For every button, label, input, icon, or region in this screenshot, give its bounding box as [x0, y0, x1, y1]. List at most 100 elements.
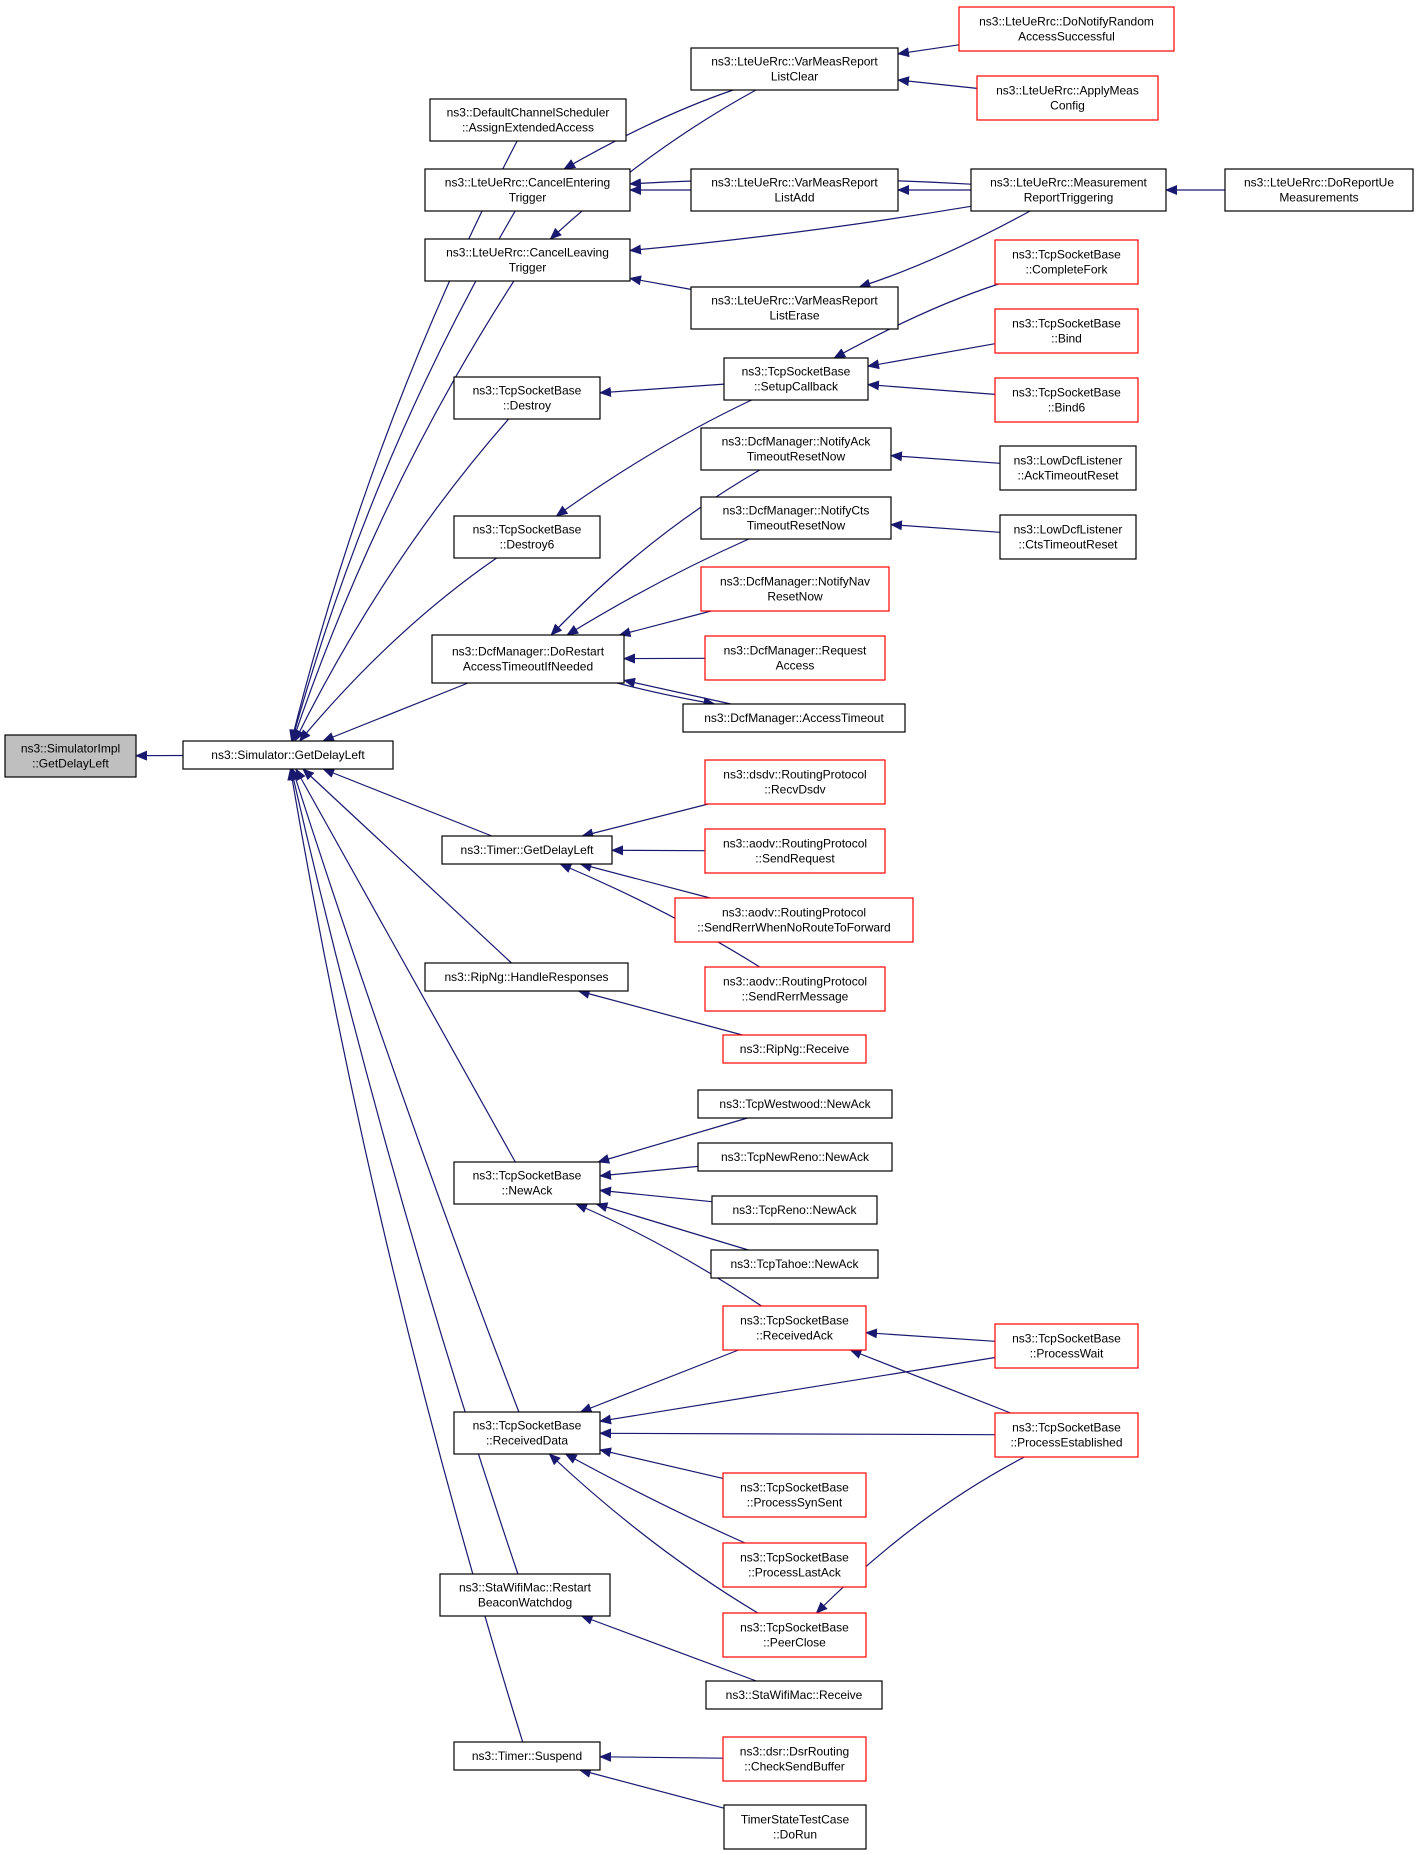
node-label: ns3::StaWifiMac::Restart — [459, 1581, 592, 1595]
function-node[interactable]: ns3::TcpSocketBase::ProcessLastAck — [722, 1542, 867, 1588]
node-box — [439, 1573, 611, 1617]
call-edge — [599, 383, 725, 398]
function-node[interactable]: ns3::TcpSocketBase::Bind — [994, 308, 1139, 354]
function-node[interactable]: ns3::LowDcfListener::CtsTimeoutReset — [999, 514, 1137, 560]
call-edge — [599, 1447, 724, 1479]
function-node[interactable]: ns3::TcpSocketBase::Destroy6 — [453, 515, 601, 559]
function-node[interactable]: ns3::DcfManager::NotifyCtsTimeoutResetNo… — [700, 496, 892, 540]
node-label: ns3::TcpTahoe::NewAck — [730, 1257, 859, 1271]
call-edge — [564, 1453, 746, 1544]
function-node[interactable]: ns3::TcpSocketBase::Bind6 — [994, 377, 1139, 423]
node-label: TimeoutResetNow — [747, 450, 846, 464]
function-node[interactable]: ns3::aodv::RoutingProtocol::SendRequest — [704, 828, 886, 874]
node-label: ListClear — [771, 70, 818, 84]
function-node[interactable]: ns3::TcpSocketBase::ProcessWait — [994, 1323, 1139, 1369]
node-label: ns3::TcpSocketBase — [473, 523, 582, 537]
call-edge — [578, 1767, 725, 1809]
function-node[interactable]: TimerStateTestCase::DoRun — [723, 1804, 867, 1850]
node-label: ListErase — [769, 309, 819, 323]
call-edge — [629, 205, 972, 255]
node-box — [722, 1612, 867, 1658]
function-node[interactable]: ns3::TcpWestwood::NewAck — [697, 1089, 893, 1119]
function-node[interactable]: ns3::DcfManager::DoRestartAccessTimeoutI… — [431, 634, 625, 684]
function-node[interactable]: ns3::DefaultChannelScheduler::AssignExte… — [429, 98, 627, 142]
function-node[interactable]: ns3::TcpSocketBase::NewAck — [453, 1161, 601, 1205]
node-box — [722, 1542, 867, 1588]
node-label: ns3::DcfManager::NotifyNav — [720, 575, 870, 589]
call-edge — [629, 275, 692, 290]
node-box — [704, 635, 886, 681]
function-node[interactable]: ns3::TcpSocketBase::ProcessSynSent — [722, 1472, 867, 1518]
function-node[interactable]: ns3::dsr::DsrRouting::CheckSendBuffer — [722, 1736, 867, 1782]
call-edge — [566, 538, 750, 636]
function-node[interactable]: ns3::Simulator::GetDelayLeft — [182, 740, 394, 770]
node-label: ::ProcessWait — [1030, 1347, 1104, 1361]
call-edge — [897, 76, 978, 89]
function-node[interactable]: ns3::TcpSocketBase::ProcessEstablished — [994, 1412, 1139, 1458]
call-edge — [897, 44, 960, 58]
function-node[interactable]: ns3::TcpSocketBase::ReceivedAck — [722, 1305, 867, 1351]
function-node[interactable]: ns3::TcpSocketBase::ReceivedData — [453, 1411, 601, 1455]
function-node[interactable]: ns3::DcfManager::NotifyAckTimeoutResetNo… — [700, 427, 892, 471]
function-node[interactable]: ns3::RipNg::Receive — [722, 1034, 867, 1064]
call-edge — [599, 1165, 699, 1180]
node-label: ns3::LowDcfListener — [1014, 523, 1123, 537]
node-box — [431, 634, 625, 684]
node-label: ::GetDelayLeft — [32, 757, 109, 771]
function-node[interactable]: ns3::DcfManager::AccessTimeout — [682, 703, 906, 733]
call-edge — [559, 863, 761, 968]
node-label: ::PeerClose — [763, 1636, 826, 1650]
function-node[interactable]: ns3::TcpSocketBase::SetupCallback — [723, 357, 869, 401]
function-node[interactable]: ns3::TcpTahoe::NewAck — [710, 1249, 879, 1279]
function-node[interactable]: ns3::Timer::Suspend — [453, 1741, 601, 1771]
function-node[interactable]: ns3::LteUeRrc::MeasurementReportTriggeri… — [970, 168, 1167, 212]
function-node[interactable]: ns3::dsdv::RoutingProtocol::RecvDsdv — [704, 759, 886, 805]
function-node[interactable]: ns3::LteUeRrc::DoNotifyRandomAccessSucce… — [958, 6, 1175, 52]
node-box — [453, 515, 601, 559]
node-label: ns3::TcpSocketBase — [1012, 317, 1121, 331]
call-edge — [580, 1615, 757, 1682]
node-label: ::AckTimeoutReset — [1018, 469, 1120, 483]
node-label: ns3::aodv::RoutingProtocol — [723, 837, 867, 851]
node-label: ::SendRequest — [755, 852, 835, 866]
node-box — [994, 239, 1139, 285]
node-box — [700, 566, 890, 612]
node-box — [453, 376, 601, 420]
node-label: ns3::TcpSocketBase — [740, 1481, 849, 1495]
node-label: ns3::TcpSocketBase — [1012, 1421, 1121, 1435]
function-node[interactable]: ns3::TcpSocketBase::Destroy — [453, 376, 601, 420]
function-node[interactable]: ns3::aodv::RoutingProtocol::SendRerrWhen… — [674, 897, 914, 943]
node-label: ns3::aodv::RoutingProtocol — [722, 906, 866, 920]
node-box — [999, 514, 1137, 560]
function-node[interactable]: ns3::TcpSocketBase::PeerClose — [722, 1612, 867, 1658]
node-box — [690, 286, 899, 330]
call-edge — [549, 89, 757, 240]
node-box — [994, 377, 1139, 423]
call-edge — [599, 1356, 996, 1425]
function-node[interactable]: ns3::aodv::RoutingProtocol::SendRerrMess… — [704, 966, 886, 1012]
function-node[interactable]: ns3::TcpSocketBase::CompleteFork — [994, 239, 1139, 285]
function-node[interactable]: ns3::TcpReno::NewAck — [711, 1195, 878, 1225]
node-box — [424, 962, 629, 992]
node-box — [1224, 168, 1414, 212]
function-node[interactable]: ns3::RipNg::HandleResponses — [424, 962, 629, 992]
node-box — [994, 308, 1139, 354]
node-box — [723, 357, 869, 401]
function-node[interactable]: ns3::TcpNewReno::NewAck — [697, 1142, 893, 1172]
node-label: ns3::TcpSocketBase — [1012, 1332, 1121, 1346]
function-node[interactable]: ns3::StaWifiMac::Receive — [705, 1680, 883, 1710]
function-node[interactable]: ns3::Timer::GetDelayLeft — [441, 835, 613, 865]
node-label: ns3::LteUeRrc::VarMeasReport — [711, 55, 878, 69]
node-label: ns3::dsr::DsrRouting — [740, 1745, 849, 1759]
function-node[interactable]: ns3::LowDcfListener::AckTimeoutReset — [999, 445, 1137, 491]
